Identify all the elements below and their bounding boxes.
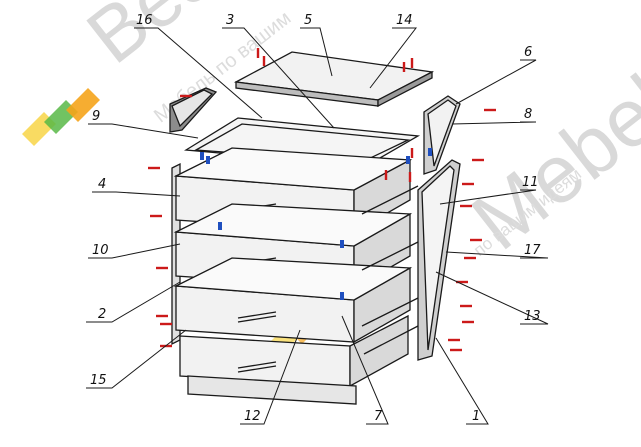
dowel-1 — [200, 152, 204, 160]
drawer-3 — [173, 257, 413, 344]
callout-16: 16 — [136, 13, 153, 28]
callout-7: 7 — [374, 409, 383, 424]
callout-1: 1 — [472, 409, 481, 424]
callout-12: 12 — [244, 409, 261, 424]
callout-14: 14 — [396, 13, 413, 28]
callout-9: 9 — [92, 109, 101, 124]
plinth — [187, 375, 357, 405]
callout-15: 15 — [90, 373, 107, 388]
left-end-cap — [169, 87, 218, 133]
dowel-4 — [406, 156, 410, 164]
dowel-5 — [340, 240, 344, 248]
callout-2: 2 — [98, 307, 107, 322]
callout-8: 8 — [524, 107, 533, 122]
dowel-3 — [428, 148, 432, 156]
callout-4: 4 — [98, 177, 107, 192]
callout-17: 17 — [524, 243, 541, 258]
callout-10: 10 — [92, 243, 109, 258]
dowel-2 — [206, 156, 210, 164]
callout-5: 5 — [304, 13, 313, 28]
side-panel-right — [417, 159, 461, 361]
dowel-6 — [340, 292, 344, 300]
fasteners — [148, 48, 496, 352]
leader-lines — [86, 27, 549, 425]
callout-6: 6 — [524, 45, 533, 60]
callout-13: 13 — [524, 309, 541, 324]
callout-11: 11 — [522, 175, 539, 190]
top-panel — [233, 51, 435, 108]
callout-3: 3 — [226, 13, 235, 28]
drawer-slides — [361, 185, 419, 355]
dowel-7 — [218, 222, 222, 230]
